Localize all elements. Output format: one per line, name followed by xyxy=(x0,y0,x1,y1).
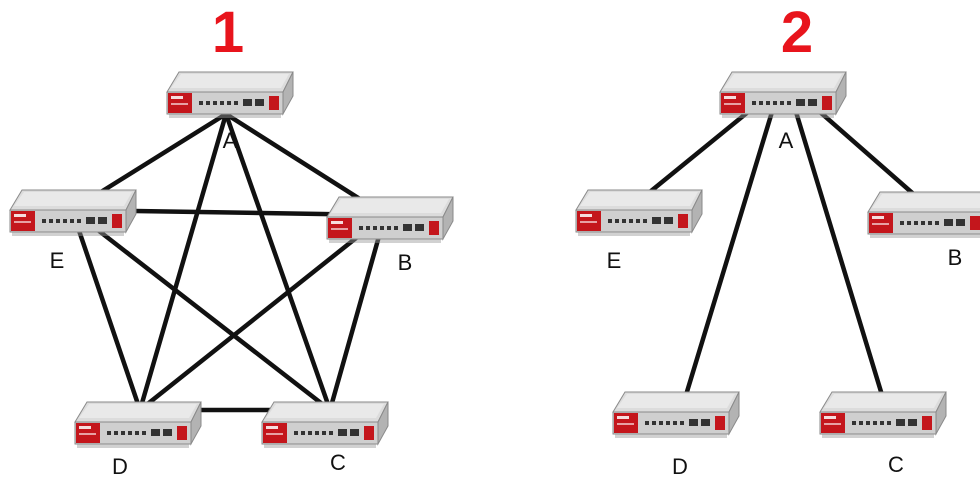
node-label-e: E xyxy=(607,248,622,273)
router-icon xyxy=(326,196,454,244)
links-layer xyxy=(69,109,929,413)
router-icon xyxy=(612,391,740,439)
link-A-C xyxy=(223,111,333,413)
link-B-D xyxy=(137,212,388,413)
router-icon xyxy=(261,401,389,449)
link-A-E xyxy=(637,109,751,203)
link-D-E xyxy=(69,207,143,413)
link-A-B xyxy=(817,109,929,208)
router-icon xyxy=(719,71,847,119)
node-label-e: E xyxy=(50,248,65,273)
panel-title: 1 xyxy=(212,0,244,65)
panel-title: 2 xyxy=(781,0,813,65)
labels-layer: A B C D E A B C D E xyxy=(50,128,963,478)
router-icon xyxy=(166,71,294,119)
node-label-b: B xyxy=(948,245,963,270)
node-label-c: C xyxy=(888,452,904,477)
link-A-D xyxy=(683,109,775,398)
node-label-c: C xyxy=(330,450,346,475)
router-icon xyxy=(74,401,202,449)
router-icon xyxy=(575,189,703,237)
link-C-E xyxy=(69,207,333,413)
link-A-C xyxy=(793,109,885,398)
devices-layer xyxy=(9,71,980,449)
node-label-b: B xyxy=(398,250,413,275)
node-label-d: D xyxy=(112,454,128,478)
link-B-C xyxy=(327,212,388,413)
router-icon xyxy=(819,391,947,439)
router-icon xyxy=(9,189,137,237)
link-A-D xyxy=(137,111,229,413)
node-label-a: A xyxy=(779,128,794,153)
router-icon xyxy=(867,191,980,239)
node-label-d: D xyxy=(672,454,688,478)
node-label-a: A xyxy=(223,128,238,153)
